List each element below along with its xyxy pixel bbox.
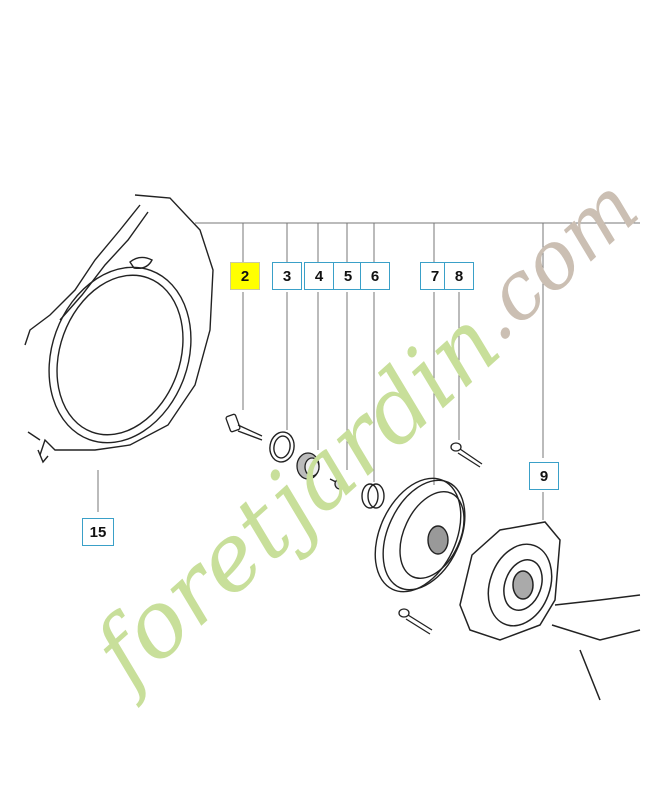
part-4-bushing	[296, 452, 320, 480]
part-9-housing	[459, 521, 641, 701]
part-8-screw-upper	[450, 442, 483, 468]
callout-3[interactable]: 3	[272, 262, 302, 290]
part-3-ring	[269, 431, 295, 463]
leader-lines	[97, 222, 640, 520]
callout-6[interactable]: 6	[360, 262, 390, 290]
callout-8[interactable]: 8	[444, 262, 474, 290]
part-6-spring	[361, 483, 385, 509]
starter-cover	[24, 194, 214, 464]
callout-2[interactable]: 2	[230, 262, 260, 290]
part-7-pulley	[374, 477, 466, 593]
callout-4[interactable]: 4	[304, 262, 334, 290]
callout-5[interactable]: 5	[333, 262, 363, 290]
callout-15[interactable]: 15	[82, 518, 114, 546]
part-8-screw-lower	[398, 608, 433, 635]
callout-9[interactable]: 9	[529, 462, 559, 490]
part-2-bolt	[225, 413, 263, 441]
part-5-pin	[329, 478, 346, 490]
